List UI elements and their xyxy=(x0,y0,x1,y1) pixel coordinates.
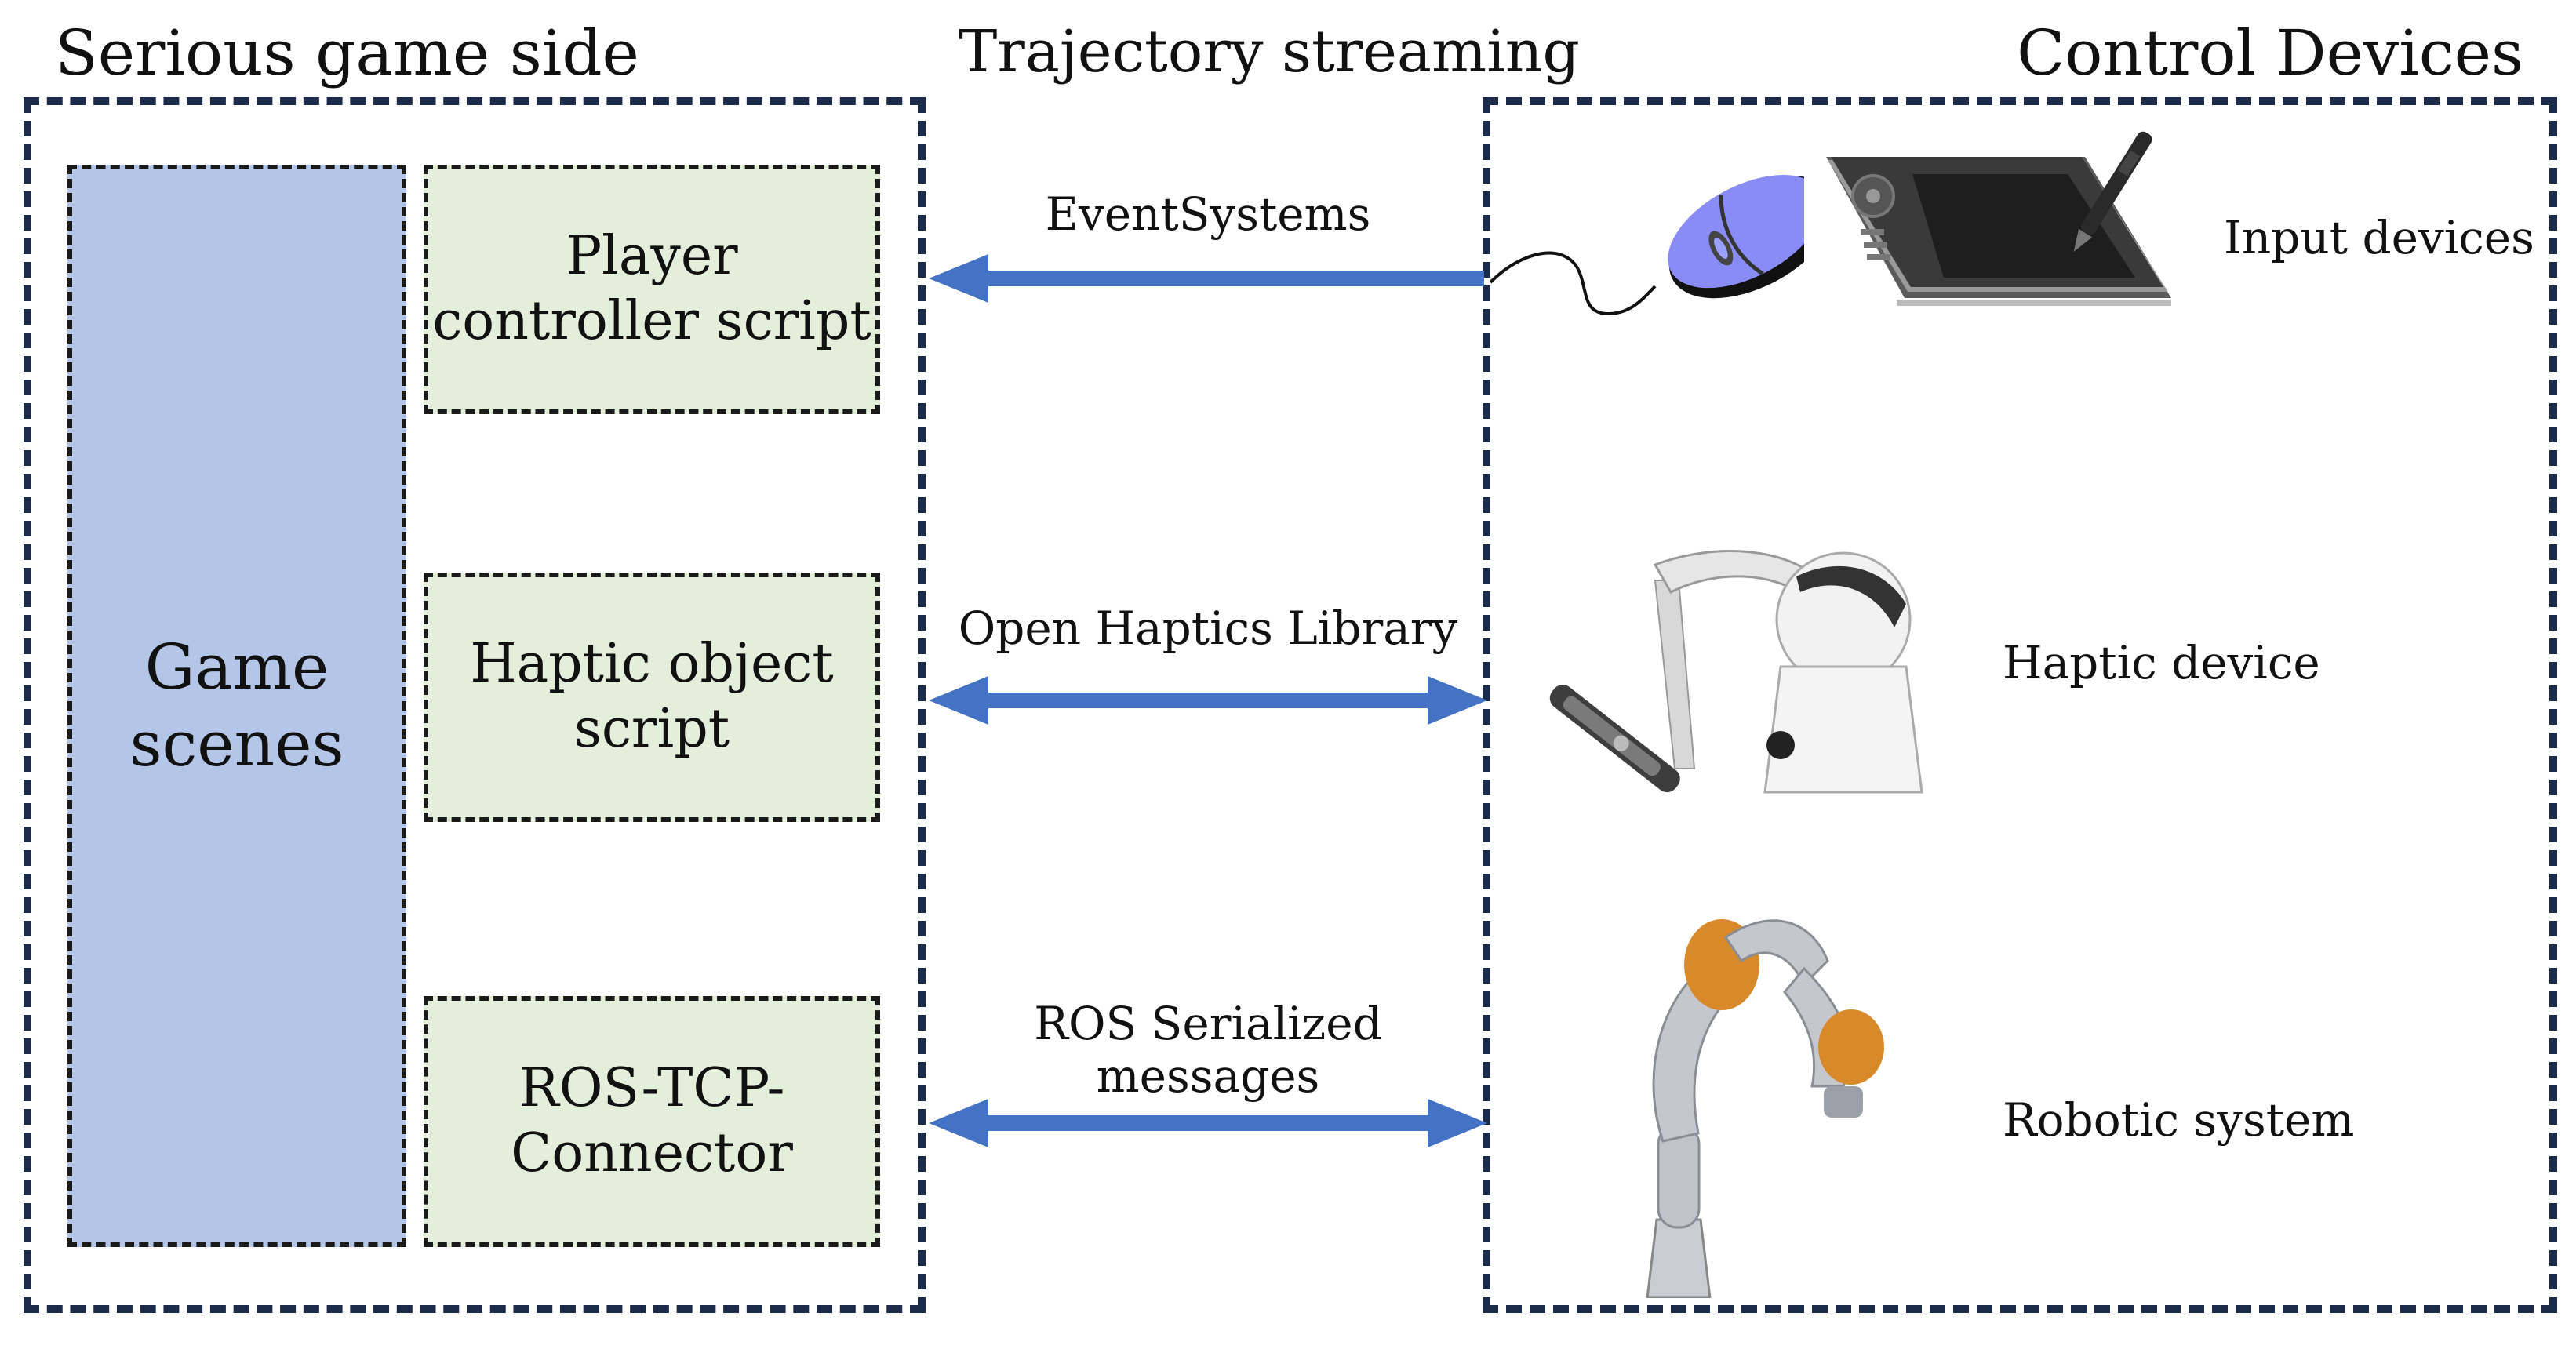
open-haptics-label: Open Haptics Library xyxy=(926,602,1490,655)
player-controller-script-box: Player controller script xyxy=(424,165,880,414)
eventsystems-label: EventSystems xyxy=(926,188,1490,241)
player-controller-line-2: controller script xyxy=(432,290,871,352)
ros-messages-label: ROS Serialized messages xyxy=(926,998,1490,1102)
haptic-object-line-2: script xyxy=(573,698,730,760)
ros-tcp-connector-box: ROS-TCP- Connector xyxy=(424,996,880,1247)
robot-arm-icon xyxy=(1646,919,1884,1298)
haptic-device-icon xyxy=(1549,550,1923,794)
control-devices-frame xyxy=(1483,97,2557,1313)
game-scenes-line-1: Game xyxy=(144,631,329,704)
control-devices-heading: Control Devices xyxy=(2017,16,2523,89)
pen-tablet-icon xyxy=(1826,131,2171,306)
eventsystems-label-line-1: EventSystems xyxy=(1045,187,1371,241)
ros-messages-label-line-1: ROS Serialized xyxy=(1034,997,1382,1050)
ros-messages-arrow xyxy=(929,1099,1487,1147)
trajectory-streaming-heading: Trajectory streaming xyxy=(959,18,1580,85)
mouse-icon xyxy=(1490,175,1804,316)
eventsystems-arrow xyxy=(929,254,1484,303)
haptic-object-script-box: Haptic object script xyxy=(424,573,880,822)
game-side-frame xyxy=(24,97,926,1313)
open-haptics-label-line-1: Open Haptics Library xyxy=(958,602,1458,655)
game-side-heading: Serious game side xyxy=(55,16,639,89)
ros-tcp-connector-line-2: Connector xyxy=(511,1122,793,1184)
ros-messages-label-line-2: messages xyxy=(1096,1049,1320,1103)
game-scenes-line-2: scenes xyxy=(129,707,344,780)
player-controller-line-1: Player xyxy=(566,225,738,288)
ros-tcp-connector-line-1: ROS-TCP- xyxy=(518,1057,785,1120)
haptic-object-line-1: Haptic object xyxy=(470,633,834,696)
open-haptics-arrow xyxy=(929,676,1487,725)
robotic-system-label: Robotic system xyxy=(2003,1093,2355,1147)
haptic-device-label: Haptic device xyxy=(2003,636,2320,689)
game-scenes-box: Game scenes xyxy=(67,165,406,1247)
input-devices-label: Input devices xyxy=(2224,211,2534,264)
